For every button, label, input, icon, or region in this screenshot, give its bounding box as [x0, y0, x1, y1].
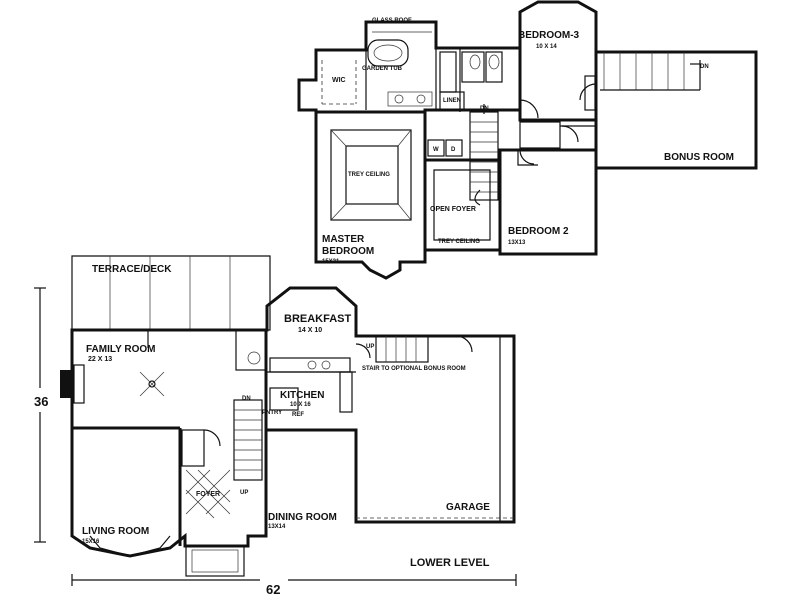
foyer-up-label: UP: [240, 490, 248, 496]
bonus-dn-label: DN: [700, 64, 709, 70]
dining-room-size: 13X14: [268, 524, 286, 530]
lower-dn-label: DN: [242, 396, 251, 402]
family-room-label: FAMILY ROOM: [86, 344, 155, 355]
terrace-deck-label: TERRACE/DECK: [92, 264, 172, 275]
breakfast-label: BREAKFAST: [284, 313, 352, 325]
bedroom-3-size: 10 X 14: [536, 44, 557, 50]
linen-label: LINEN: [443, 98, 461, 104]
foyer-trey-ceiling-label: TREY CEILING: [438, 239, 480, 245]
dimension-width: [71, 574, 517, 598]
bedroom-2-size: 13X13: [508, 240, 526, 246]
upper-level-plan: [297, 0, 758, 280]
garden-tub-label: GARDEN TUB: [362, 66, 403, 72]
master-bedroom-size: 15X21: [322, 259, 340, 265]
open-foyer-label: OPEN FOYER: [430, 206, 476, 213]
wic-label: WIC: [332, 77, 346, 84]
family-room-size: 22 X 13: [88, 356, 112, 363]
pantry-label: PNTRY: [262, 410, 282, 416]
garage-up-label: UP: [366, 344, 374, 350]
bonus-room-label: BONUS ROOM: [664, 152, 734, 163]
foyer-label: FOYER: [196, 491, 220, 498]
refrigerator-label: REF: [292, 412, 304, 418]
stair-note-label: STAIR TO OPTIONAL BONUS ROOM: [362, 366, 466, 372]
master-bedroom-label-1: MASTER: [322, 234, 365, 245]
master-bedroom-label-2: BEDROOM: [322, 246, 374, 257]
garage-label: GARAGE: [446, 502, 490, 513]
upper-dn-label: DN: [480, 106, 489, 112]
bedroom-2-label: BEDROOM 2: [508, 226, 569, 237]
dimension-depth: [28, 287, 50, 543]
width-dimension-label: 62: [266, 582, 280, 597]
breakfast-size: 14 X 10: [298, 327, 322, 334]
dining-room-label: DINING ROOM: [268, 512, 337, 523]
bedroom-3-label: BEDROOM-3: [518, 30, 580, 41]
living-room-label: LIVING ROOM: [82, 526, 149, 537]
living-room-size: 15X16: [82, 539, 100, 545]
glass-roof-label: GLASS ROOF: [372, 18, 412, 24]
kitchen-size: 10 X 16: [290, 402, 311, 408]
lower-level-label: LOWER LEVEL: [410, 557, 490, 569]
dryer-label: D: [451, 147, 456, 153]
kitchen-label: KITCHEN: [280, 390, 324, 401]
master-trey-ceiling-label: TREY CEILING: [348, 172, 390, 178]
lower-level-plan: [60, 255, 516, 577]
washer-label: W: [433, 147, 439, 153]
depth-dimension-label: 36: [34, 394, 48, 409]
